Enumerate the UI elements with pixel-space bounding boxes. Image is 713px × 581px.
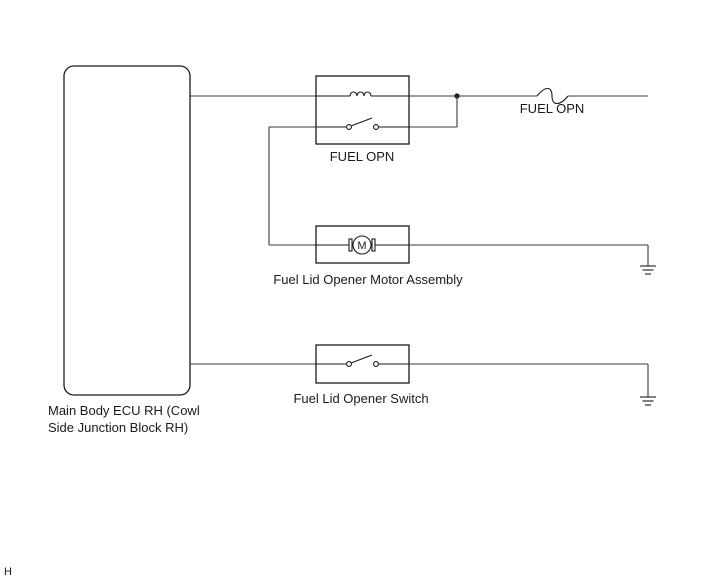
relay-switch-blade-icon (350, 117, 373, 127)
ground-icon-switch (640, 396, 656, 406)
switch-contact-left (346, 361, 352, 367)
switch-label: Fuel Lid Opener Switch (293, 391, 428, 406)
fuse-icon (536, 87, 569, 105)
switch-blade-icon (350, 354, 373, 364)
ecu-block (63, 65, 191, 396)
relay-coil-icon (349, 91, 372, 97)
relay-box (315, 75, 410, 145)
corner-mark: H (4, 566, 12, 578)
motor-icon (352, 235, 372, 255)
relay-switch-contact-left (346, 124, 352, 130)
ground-icon-motor (640, 265, 656, 275)
motor-brush-left (348, 238, 353, 252)
ecu-label-line2: Side Junction Block RH) (48, 420, 188, 435)
motor-symbol-text: M (357, 240, 366, 252)
motor-label: Fuel Lid Opener Motor Assembly (273, 272, 463, 287)
relay-label: FUEL OPN (330, 149, 395, 164)
ecu-label-line1: Main Body ECU RH (Cowl (48, 403, 200, 418)
fuse-label: FUEL OPN (520, 101, 585, 116)
